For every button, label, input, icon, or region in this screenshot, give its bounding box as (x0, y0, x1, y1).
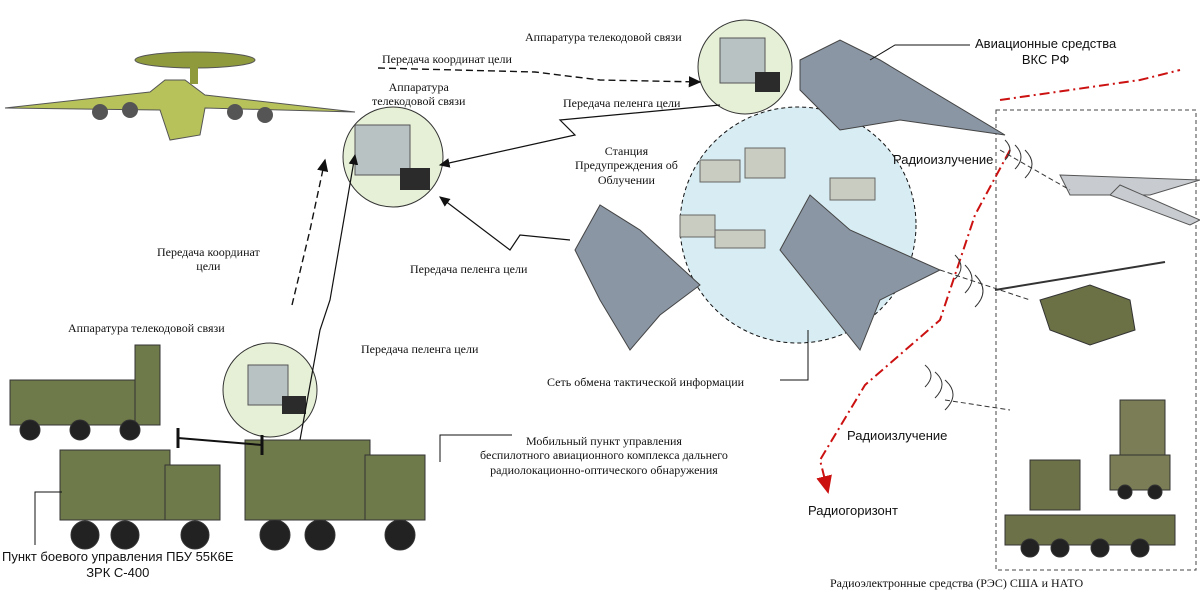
radio-emission-top-label: Радиоизлучение (893, 152, 994, 167)
bearing-lower-label: Передача пеленга цели (361, 342, 479, 356)
radio-horizon-line (999, 69, 1181, 101)
tactical-network-label: Сеть обмена тактической информации (547, 375, 745, 389)
warning-station-label: Станция Предупреждения об Облучении (575, 144, 678, 187)
radio-emission-arcs (924, 139, 1033, 411)
telecode-equipment-icon (247, 364, 306, 414)
truck-link (177, 437, 263, 446)
apache-helicopter-icon (994, 261, 1166, 346)
bearing-arrow-mid (439, 196, 571, 251)
mobile-command-label: Мобильный пункт управления беспилотного … (480, 434, 728, 477)
fighter-jet-icon (574, 204, 701, 351)
aviation-vks-label: Авиационные средства ВКС РФ (975, 36, 1117, 67)
bearing-arrow-lower (299, 153, 359, 441)
command-post-truck-icon (59, 449, 221, 550)
mobile-command-truck-icon (244, 439, 426, 551)
warning-station-equipment-icon (679, 147, 876, 249)
global-hawk-uav-icon (1059, 174, 1200, 226)
telecode-equipment-icon (354, 124, 430, 190)
vks-pointer (869, 44, 970, 61)
patriot-launcher-icon (1004, 459, 1176, 558)
bearing-mid-label: Передача пеленга цели (410, 262, 528, 276)
telecode-awacs-label: Аппаратура телекодовой связи (372, 80, 466, 109)
fighter-jet-icon (799, 39, 1006, 136)
fighter-jet-icon (779, 194, 942, 351)
bearing-top-label: Передача пеленга цели (563, 96, 681, 110)
s400-launcher-truck-icon (9, 344, 161, 441)
telecode-equipment-icon (719, 37, 780, 92)
coord-top-label: Передача координат цели (382, 52, 512, 66)
coord-left-label: Передача координат цели (157, 245, 260, 274)
telecode-top-right-label: Аппаратура телекодовой связи (525, 30, 682, 44)
radio-emission-rays (939, 149, 1071, 411)
awacs-aircraft-icon (4, 51, 356, 141)
network-pointer (780, 330, 809, 381)
nato-box (995, 109, 1197, 571)
command-post-pointer (34, 491, 62, 545)
mobile-command-pointer (439, 434, 512, 462)
coord-arrow-top (377, 67, 702, 88)
nato-radar-truck-icon (1109, 399, 1171, 500)
radio-horizon-label: Радиогоризонт (808, 503, 898, 518)
coord-arrow-left (291, 158, 329, 306)
radio-horizon-line-2 (816, 149, 1011, 494)
radio-emission-bottom-label: Радиоизлучение (847, 428, 948, 443)
telecode-lower-label: Аппаратура телекодовой связи (68, 321, 225, 335)
command-post-label: Пункт боевого управления ПБУ 55К6Е ЗРК С… (2, 549, 234, 580)
nato-means-label: Радиоэлектронные средства (РЭС) США и НА… (830, 576, 1084, 590)
bearing-arrow-top (438, 104, 721, 168)
